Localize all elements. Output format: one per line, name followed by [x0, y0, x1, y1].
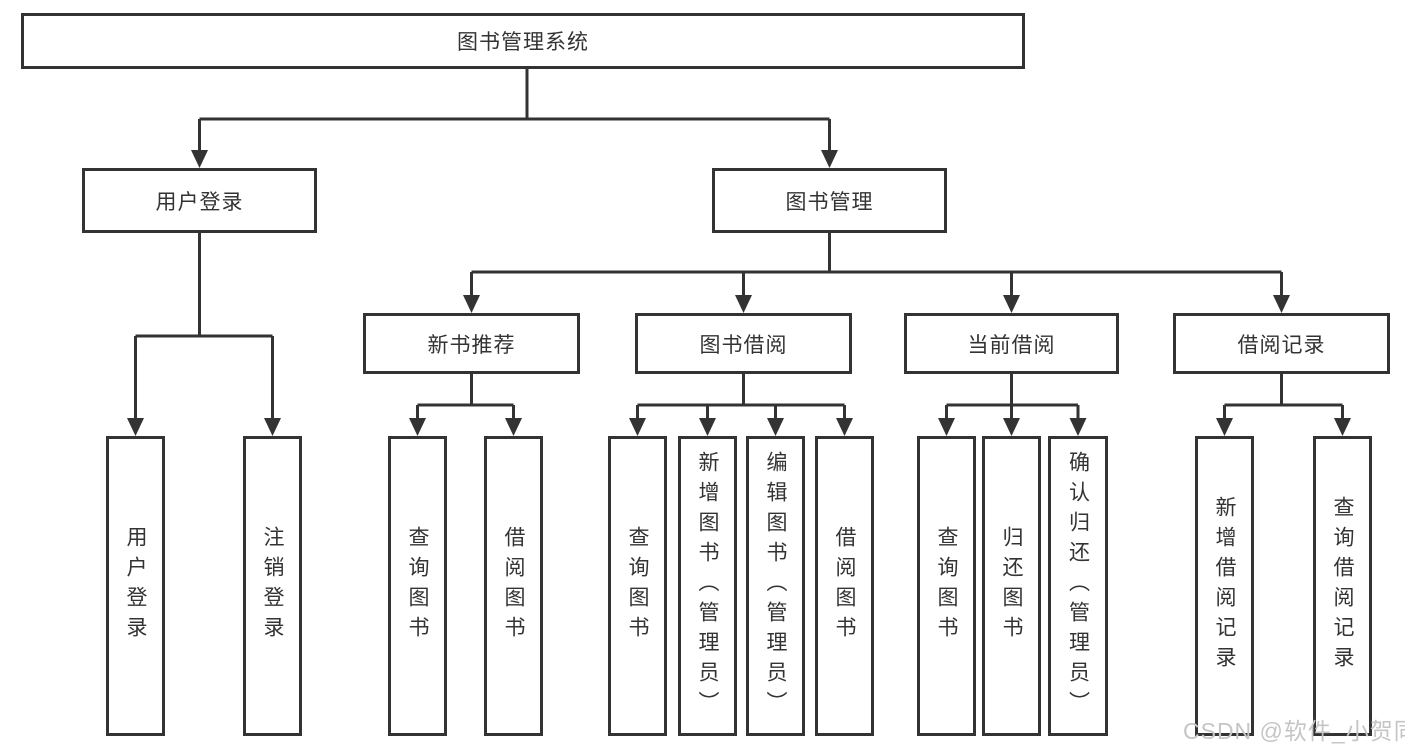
leaf-borrow-books: 借阅图书 — [815, 436, 874, 736]
node-current-borrowing: 当前借阅 — [904, 313, 1119, 374]
arrow-down-icon — [699, 418, 716, 436]
leaf-query-books-borrow: 查询图书 — [608, 436, 667, 736]
node-label: 当前借阅 — [967, 333, 1056, 357]
node-label: 用户登录 — [124, 526, 147, 646]
node-label: 图书借阅 — [699, 333, 788, 357]
arrow-down-icon — [1334, 418, 1351, 436]
leaf-confirm-return-admin: 确认归还（管理员） — [1048, 436, 1108, 736]
arrow-down-icon — [836, 418, 853, 436]
arrow-down-icon — [409, 418, 426, 436]
connector-new-book-rec — [416, 374, 515, 419]
arrow-down-icon — [1003, 418, 1020, 436]
node-label: 查询图书 — [626, 526, 649, 646]
node-label: 用户登录 — [155, 190, 244, 214]
arrow-down-icon — [1216, 418, 1233, 436]
arrow-down-icon — [767, 418, 784, 436]
node-label: 新增借阅记录 — [1213, 496, 1236, 676]
node-label: 编辑图书（管理员） — [764, 451, 787, 721]
arrow-down-icon — [264, 418, 281, 436]
node-book-borrowing: 图书借阅 — [635, 313, 852, 374]
node-label: 查询借阅记录 — [1331, 496, 1354, 676]
leaf-edit-books-admin: 编辑图书（管理员） — [746, 436, 805, 736]
connector-root — [198, 69, 831, 151]
node-label: 新增图书（管理员） — [696, 451, 719, 721]
node-borrowing-records: 借阅记录 — [1173, 313, 1390, 374]
node-label: 查询图书 — [935, 526, 958, 646]
connector-book-mgmt — [470, 233, 1283, 296]
arrow-down-icon — [191, 150, 208, 168]
leaf-return-books: 归还图书 — [982, 436, 1041, 736]
watermark: CSDN @软件_小贺同学 — [1183, 718, 1405, 744]
node-label: 图书管理 — [785, 190, 874, 214]
connector-user-login — [134, 233, 274, 419]
arrow-down-icon — [1273, 295, 1290, 313]
node-label: 借阅图书 — [502, 526, 525, 646]
arrowheads — [127, 150, 1351, 436]
node-label: 注销登录 — [261, 526, 284, 646]
leaf-query-books-recommend: 查询图书 — [388, 436, 447, 736]
connector-borrow-records — [1223, 374, 1344, 419]
node-label: 借阅记录 — [1237, 333, 1326, 357]
arrow-down-icon — [821, 150, 838, 168]
leaf-logout: 注销登录 — [243, 436, 302, 736]
node-label: 新书推荐 — [427, 333, 516, 357]
leaf-user-login: 用户登录 — [106, 436, 165, 736]
arrow-down-icon — [463, 295, 480, 313]
node-label: 归还图书 — [1000, 526, 1023, 646]
node-label: 借阅图书 — [833, 526, 856, 646]
node-book-management: 图书管理 — [712, 168, 947, 233]
node-label: 确认归还（管理员） — [1066, 451, 1090, 721]
arrow-down-icon — [735, 295, 752, 313]
node-new-book-recommend: 新书推荐 — [363, 313, 580, 374]
node-library-management-system: 图书管理系统 — [21, 13, 1025, 69]
arrow-down-icon — [938, 418, 955, 436]
leaf-query-books-current: 查询图书 — [917, 436, 976, 736]
leaf-add-borrow-record: 新增借阅记录 — [1195, 436, 1254, 736]
arrow-down-icon — [1003, 295, 1020, 313]
connector-book-borrow — [636, 374, 846, 419]
leaf-add-books-admin: 新增图书（管理员） — [678, 436, 737, 736]
connector-current-borrow — [945, 374, 1080, 419]
node-label: 图书管理系统 — [457, 31, 589, 54]
arrow-down-icon — [127, 418, 144, 436]
arrow-down-icon — [1069, 418, 1087, 436]
leaf-borrow-books-recommend: 借阅图书 — [484, 436, 543, 736]
node-user-login: 用户登录 — [82, 168, 317, 233]
leaf-query-borrow-record: 查询借阅记录 — [1313, 436, 1372, 736]
arrow-down-icon — [505, 418, 522, 436]
node-label: 查询图书 — [406, 526, 429, 646]
arrow-down-icon — [629, 418, 646, 436]
